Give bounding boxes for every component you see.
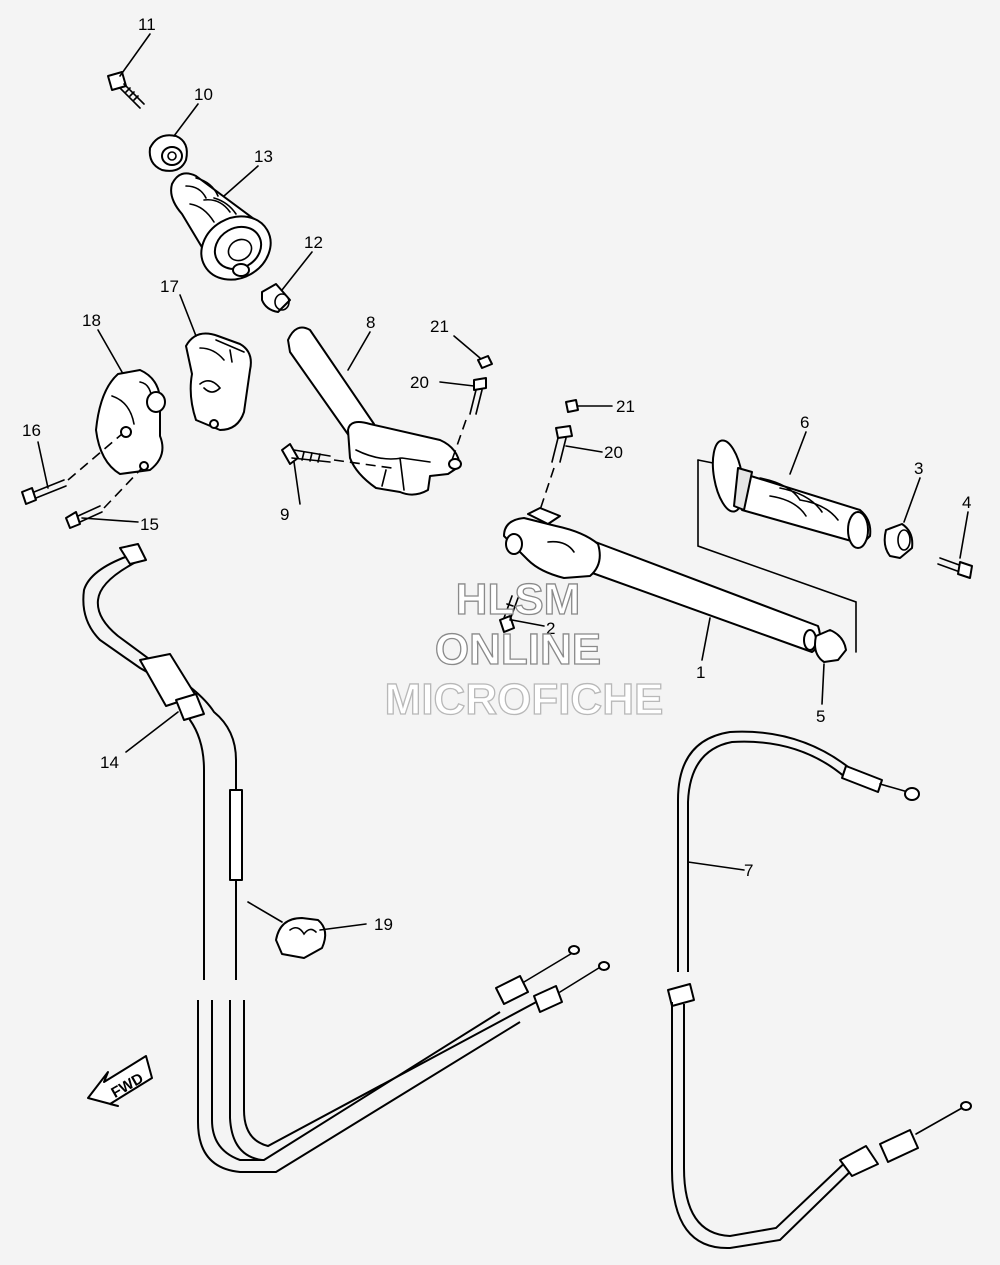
callout-1: 1 — [696, 663, 705, 682]
part-9-bolt — [281, 443, 393, 469]
part-10-end-weight — [148, 134, 188, 172]
watermark: HLSM ONLINE MICROFICHE — [384, 574, 664, 724]
callout-3: 3 — [914, 459, 923, 478]
callout-13: 13 — [254, 147, 273, 166]
callout-20-right: 20 — [604, 443, 623, 462]
part-12-collar — [261, 283, 291, 313]
part-20-bolt-left — [451, 377, 487, 461]
callout-21-left: 21 — [430, 317, 449, 336]
callout-4: 4 — [962, 493, 971, 512]
part-13-grip — [170, 172, 272, 281]
part-8-left-handlebar — [287, 326, 462, 496]
part-6-right-grip — [697, 439, 872, 653]
callout-11: 11 — [138, 15, 156, 34]
callout-10: 10 — [194, 85, 213, 104]
callout-21-right: 21 — [616, 397, 635, 416]
callout-2: 2 — [546, 619, 555, 638]
part-7-clutch-cable — [667, 730, 972, 1250]
callout-7: 7 — [744, 861, 753, 880]
part-17-switch-housing — [185, 332, 252, 431]
part-11-screw — [107, 71, 145, 109]
part-4-screw — [937, 557, 973, 579]
callout-16: 16 — [22, 421, 41, 440]
callout-15: 15 — [140, 515, 159, 534]
part-15-screw — [65, 467, 143, 529]
part-19-clamp — [275, 917, 327, 959]
callout-17: 17 — [160, 277, 179, 296]
callout-labels: 11 10 13 12 8 21 20 9 17 18 16 15 21 20 … — [22, 15, 971, 934]
callout-5: 5 — [816, 707, 825, 726]
callout-6: 6 — [800, 413, 809, 432]
part-14-throttle-cables — [82, 543, 610, 1173]
callout-12: 12 — [304, 233, 323, 252]
callout-14: 14 — [100, 753, 119, 772]
callout-20-left: 20 — [410, 373, 429, 392]
part-3-collar — [883, 523, 914, 559]
part-21-nut-right — [565, 399, 579, 413]
part-18-switch-cover — [95, 369, 166, 475]
callout-18: 18 — [82, 311, 101, 330]
watermark-line2: ONLINE — [435, 625, 601, 674]
leader-lines — [37, 33, 969, 931]
watermark-line3: MICROFICHE — [385, 675, 664, 724]
part-16-screw — [21, 433, 123, 505]
part-21-nut-left — [477, 355, 493, 369]
callout-9: 9 — [280, 505, 289, 524]
watermark-line1: HLSM — [456, 575, 581, 624]
fwd-arrow-icon: FWD — [87, 1055, 153, 1107]
part-2-bolt — [499, 595, 519, 633]
callout-8: 8 — [366, 313, 375, 332]
callout-19: 19 — [374, 915, 393, 934]
part-20-bolt-right — [539, 425, 573, 511]
part-5-collar — [814, 629, 847, 663]
part-1-right-handlebar — [503, 507, 821, 653]
